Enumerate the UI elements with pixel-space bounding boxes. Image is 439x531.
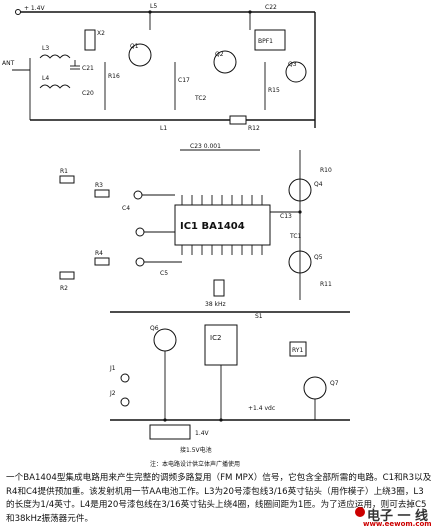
battery-cell (149, 424, 191, 440)
c4-label: C4 (122, 205, 130, 212)
battery-terminal (15, 9, 21, 15)
r3-label: R3 (95, 182, 103, 189)
j2-label: J2 (109, 390, 116, 397)
ic1-ba1404 (174, 204, 271, 246)
resistor-r4 (94, 257, 110, 266)
r10-label: R10 (320, 167, 332, 174)
right-input-jack (135, 257, 145, 267)
ry1-label: RY1 (292, 347, 303, 354)
q6-label: Q6 (150, 325, 159, 332)
left-input-jack (133, 190, 143, 200)
battery-top-label: + 1.4V (24, 5, 45, 12)
crystal-x1 (213, 279, 225, 297)
q7-label: Q7 (330, 380, 339, 387)
q1-label: Q1 (130, 43, 139, 50)
site-watermark: 电子 一 线 www.eewom.com (355, 505, 439, 531)
q2-label: Q2 (215, 51, 224, 58)
ic2 (204, 324, 238, 366)
q3-label: Q3 (288, 61, 297, 68)
antenna-label: ANT (2, 60, 15, 67)
ic1-pins-bottom (181, 245, 263, 255)
relay-ry1 (289, 341, 307, 357)
ic1-pins-top (181, 195, 263, 205)
jack-j2 (120, 397, 130, 407)
watermark-logo-icon (355, 507, 365, 517)
x2-label: X2 (97, 30, 105, 37)
r15-label: R15 (268, 87, 280, 94)
r16-label: R16 (108, 73, 120, 80)
resistor-r2 (59, 271, 75, 280)
c5-label: C5 (160, 270, 168, 277)
r1-label: R1 (60, 168, 68, 175)
transistor-q2 (213, 50, 237, 74)
transistor-q6 (153, 328, 177, 352)
r4-label: R4 (95, 250, 103, 257)
figure-caption: 一个BA1404型集成电路用来产生完整的调频多路复用（FM MPX）信号，它包含… (6, 473, 432, 524)
v1-label: +1.4 vdc (248, 405, 275, 412)
battery-bottom-label: 接1.5V电池 (180, 446, 212, 454)
tc2-label: TC2 (194, 95, 207, 102)
c20-label: C20 (82, 90, 94, 97)
bandpass-filter (254, 29, 286, 51)
l4-label: L4 (42, 75, 49, 82)
watermark-brand: 电子 一 线 (367, 509, 429, 524)
transistor-q7 (303, 376, 327, 400)
watermark-url: www.eewom.com (363, 520, 432, 528)
r2-label: R2 (60, 285, 68, 292)
c13-label: C13 (280, 213, 292, 220)
x1-label: 38 kHz (205, 301, 226, 308)
j1-label: J1 (109, 365, 116, 372)
jack-j1 (120, 373, 130, 383)
q4-label: Q4 (314, 181, 323, 188)
r11-label: R11 (320, 281, 332, 288)
s1-label: S1 (255, 313, 263, 320)
resistor-r1 (59, 175, 75, 184)
l5-label: L5 (150, 3, 157, 10)
ic1-label: IC1 BA1404 (180, 221, 245, 232)
c21-label: C21 (82, 65, 94, 72)
circuit-schematic: + 1.4V C22 L5 X2 Q1 Q2 BPF1 Q3 L3 L4 ANT… (2, 3, 350, 468)
q5-label: Q5 (314, 254, 323, 261)
l3-label: L3 (42, 45, 49, 52)
bpf-label: BPF1 (258, 38, 273, 45)
note-bottom-label: 注：本电路设计供立体声广播使用 (150, 460, 240, 468)
coil-l3 (39, 54, 71, 59)
transistor-q1 (128, 43, 152, 67)
c23-label: C23 0.001 (190, 143, 221, 150)
resistor-r12 (229, 115, 247, 125)
crystal-x2 (84, 29, 96, 51)
center-input-jack (135, 227, 145, 237)
r12-label: R12 (248, 125, 260, 132)
resistor-r3 (94, 189, 110, 198)
c17-label: C17 (178, 77, 190, 84)
transistor-q3 (285, 61, 307, 83)
l1-label: L1 (160, 125, 167, 132)
c22-label: C22 (265, 4, 277, 11)
coil-l4 (39, 84, 71, 89)
ic2-label: IC2 (210, 334, 221, 342)
tc1-label: TC1 (289, 233, 302, 240)
battery-note-label: 1.4V (195, 430, 210, 437)
